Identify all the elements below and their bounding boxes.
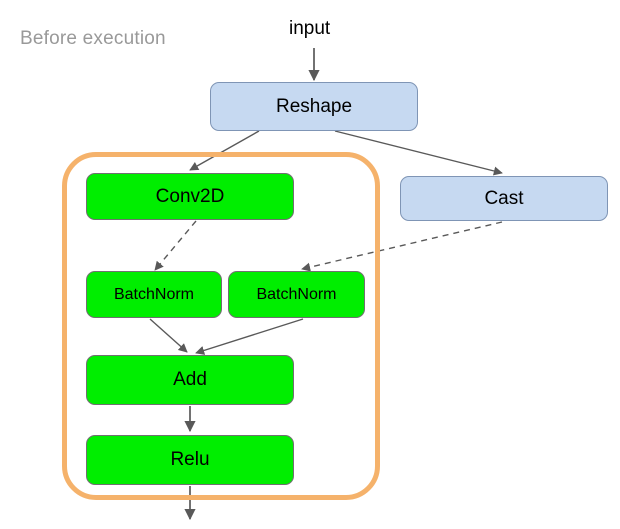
node-add[interactable]: Add <box>86 355 294 405</box>
node-batchnorm-1[interactable]: BatchNorm <box>86 271 222 318</box>
edge-conv2d-batchnorm1 <box>154 220 197 271</box>
node-label: Conv2D <box>155 185 225 207</box>
figure-caption: Before execution <box>20 28 166 49</box>
node-relu[interactable]: Relu <box>86 435 294 485</box>
edge-batchnorm2-add <box>195 318 304 355</box>
node-reshape[interactable]: Reshape <box>210 82 418 131</box>
node-conv2d[interactable]: Conv2D <box>86 173 294 220</box>
node-cast[interactable]: Cast <box>400 176 608 221</box>
input-label: input <box>289 18 331 39</box>
node-batchnorm-2[interactable]: BatchNorm <box>228 271 365 318</box>
node-label: Add <box>173 369 207 390</box>
node-label: Reshape <box>275 95 353 117</box>
edge-reshape-cast <box>334 130 503 176</box>
node-label: BatchNorm <box>256 285 337 303</box>
node-label: Cast <box>484 187 524 209</box>
edge-reshape-conv2d <box>189 130 260 171</box>
node-label: BatchNorm <box>113 285 195 303</box>
edge-batchnorm1-add <box>149 318 188 353</box>
node-label: Relu <box>170 449 210 470</box>
edge-cast-batchnorm2 <box>301 221 503 272</box>
